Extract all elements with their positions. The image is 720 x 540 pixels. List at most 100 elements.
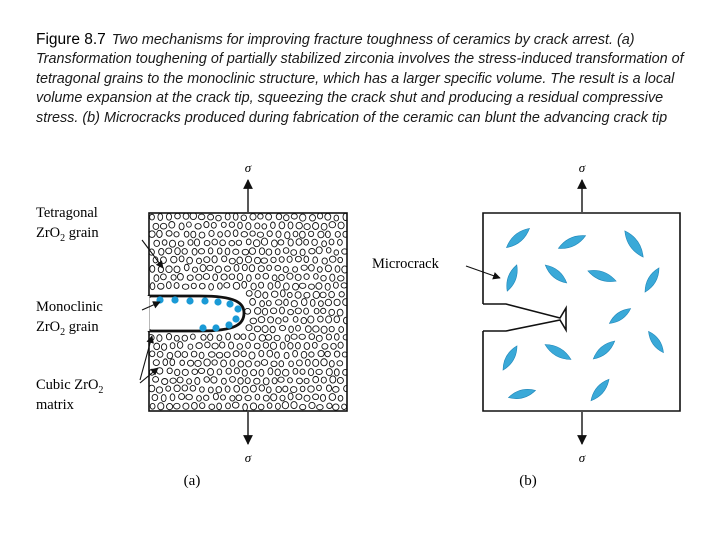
tetragonal-grain — [253, 342, 261, 350]
tetragonal-grain — [313, 273, 319, 280]
tetragonal-grain — [324, 282, 331, 291]
tetragonal-grain — [292, 367, 299, 375]
tetragonal-grain — [248, 264, 256, 273]
tetragonal-grain — [324, 213, 332, 221]
tetragonal-grain — [160, 273, 167, 281]
tetragonal-grain — [228, 240, 236, 247]
tetragonal-grain — [271, 290, 279, 298]
panel-b-box — [482, 212, 681, 412]
tetragonal-grain — [254, 360, 261, 367]
tetragonal-grain — [308, 248, 316, 255]
tetragonal-grain — [279, 306, 285, 315]
tetragonal-grain — [290, 333, 298, 340]
tetragonal-grain — [254, 256, 261, 265]
tetragonal-grain — [173, 334, 180, 342]
tetragonal-grain — [341, 265, 347, 274]
tetragonal-grain — [303, 255, 310, 263]
tetragonal-grain — [174, 368, 181, 377]
tetragonal-grain — [267, 316, 275, 324]
tetragonal-grain — [275, 213, 283, 221]
tetragonal-grain — [249, 402, 258, 411]
tetragonal-grain — [211, 359, 218, 366]
tetragonal-grain — [307, 315, 315, 324]
tetragonal-grain — [262, 272, 270, 280]
tetragonal-grain — [186, 221, 192, 228]
tetragonal-grain — [181, 248, 188, 255]
tetragonal-grain — [221, 255, 228, 263]
tetragonal-grain — [199, 402, 206, 410]
cubic-leader-1 — [139, 335, 154, 381]
tetragonal-grain — [236, 273, 244, 281]
tetragonal-grain — [269, 307, 278, 315]
tetragonal-grain — [166, 367, 173, 375]
microcrack — [544, 344, 572, 360]
tetragonal-grain — [228, 341, 235, 350]
tetragonal-grain — [152, 222, 160, 230]
tetragonal-grain — [178, 393, 186, 401]
tetragonal-grain — [337, 275, 345, 282]
tetragonal-grain — [266, 230, 273, 237]
tetragonal-grain — [207, 386, 214, 394]
tetragonal-grain — [270, 393, 278, 402]
tetragonal-grain — [257, 316, 266, 324]
tetragonal-grain — [178, 222, 185, 231]
tetragonal-grain — [194, 223, 202, 230]
tetragonal-grain — [299, 213, 307, 222]
tetragonal-grain — [200, 334, 207, 341]
tetragonal-grain — [312, 222, 320, 230]
tetragonal-grain — [265, 213, 273, 221]
monoclinic-grain — [214, 298, 222, 306]
tetragonal-grain — [304, 358, 311, 367]
tetragonal-grain — [153, 274, 160, 282]
tetragonal-grain — [203, 240, 211, 247]
tetragonal-grain — [250, 282, 257, 291]
panel-b: σ σ Microcrack (b) — [372, 160, 681, 489]
tetragonal-grain — [170, 255, 178, 264]
tetragonal-grain — [337, 221, 345, 230]
tetragonal-grain — [237, 360, 245, 368]
tetragonal-grain — [214, 265, 222, 274]
tetragonal-grain — [333, 298, 341, 307]
tetragonal-grain — [211, 238, 218, 246]
tetragonal-grain — [203, 221, 210, 229]
tetragonal-grain — [225, 402, 231, 410]
tetragonal-grain — [165, 332, 173, 341]
tetragonal-grain — [165, 213, 173, 221]
tetragonal-grain — [274, 280, 281, 289]
tetragonal-grain — [274, 248, 281, 256]
tetragonal-grain — [257, 213, 264, 220]
tetragonal-grain — [290, 300, 298, 308]
tetragonal-grain — [254, 393, 261, 401]
tetragonal-grain — [241, 368, 248, 377]
tetragonal-grain — [248, 332, 256, 341]
tetragonal-grain — [242, 403, 248, 411]
tetragonal-grain — [266, 349, 274, 358]
tetragonal-grain — [299, 385, 306, 393]
tetragonal-grain — [303, 223, 311, 231]
tetragonal-grain — [308, 351, 315, 358]
tetragonal-grain — [308, 283, 315, 290]
tetragonal-grain — [152, 256, 159, 264]
tetragonal-grain — [341, 403, 347, 410]
tetragonal-grain — [166, 403, 174, 411]
tetragonal-grain — [328, 393, 337, 401]
microcrack — [544, 264, 568, 284]
tetragonal-grain — [290, 213, 298, 220]
tetragonal-grain — [329, 273, 336, 282]
tetragonal-grain — [159, 256, 167, 264]
tetragonal-grain — [244, 255, 253, 264]
tetragonal-grain — [210, 221, 217, 229]
tetragonal-grain — [155, 386, 164, 394]
tetragonal-grain — [329, 375, 337, 384]
tetragonal-grain — [303, 291, 311, 299]
tetragonal-grain — [215, 386, 223, 394]
tetragonal-grain — [158, 248, 165, 256]
tetragonal-grain — [212, 273, 219, 282]
tetragonal-grain — [159, 222, 168, 230]
tetragonal-grain — [315, 334, 323, 342]
tetragonal-grain — [149, 350, 156, 358]
tetragonal-grain — [288, 360, 294, 368]
tetragonal-grain — [186, 378, 193, 385]
tetragonal-grain — [166, 351, 174, 360]
tetragonal-grain — [208, 230, 215, 237]
